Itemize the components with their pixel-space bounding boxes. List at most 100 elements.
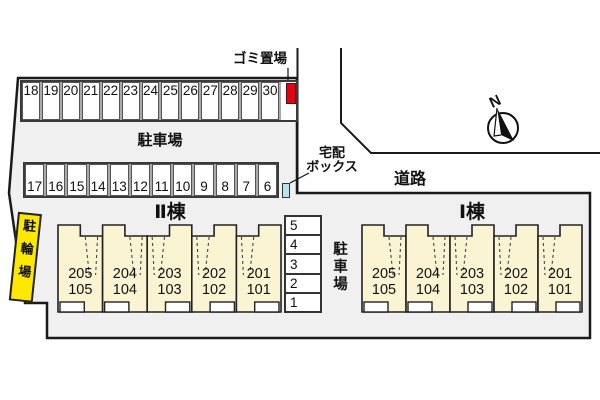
delivery-leader-line — [289, 172, 310, 184]
building-1-title: Ⅰ棟 — [458, 202, 486, 223]
parking-space: 22 — [101, 82, 120, 120]
stair-dashed-line — [196, 236, 200, 276]
stair-dashed-line — [84, 236, 90, 276]
parking-space: 14 — [88, 164, 108, 196]
apartment-unit — [235, 224, 282, 313]
unit-entrance-notch — [467, 301, 493, 313]
stair-dashed-line — [204, 236, 210, 276]
stair-dashed-line — [95, 236, 99, 276]
parking-space: 18 — [22, 82, 40, 120]
stair-dashed-line — [139, 236, 143, 276]
unit-number-1f: 104 — [415, 282, 441, 298]
delivery-box-label: 宅配 ボックス — [299, 146, 365, 173]
parking-space: 3 — [286, 253, 320, 273]
parking-space: 7 — [236, 164, 256, 196]
unit-entrance-notch — [363, 301, 389, 313]
parking-space: 25 — [161, 82, 180, 120]
stair-dashed-line — [129, 236, 135, 276]
unit-number-1f: 105 — [371, 282, 397, 298]
parking-space: 28 — [221, 82, 240, 120]
unit-number-1f: 102 — [201, 282, 227, 298]
delivery-box-marker — [282, 183, 290, 198]
unit-number-2f: 202 — [201, 266, 227, 282]
unit-number-1f: 101 — [246, 282, 271, 298]
stair-dashed-line — [398, 236, 402, 276]
stair-dashed-line — [159, 236, 166, 276]
unit-entrance-notch — [407, 301, 433, 313]
parking-space: 24 — [141, 82, 160, 120]
road-right-edge — [340, 48, 600, 154]
unit-number-1f: 103 — [459, 282, 485, 298]
stair-dashed-line — [550, 236, 556, 276]
stair-dashed-line — [432, 236, 438, 276]
delivery-box-label-line1: 宅配 — [318, 145, 345, 160]
building-1-shapes — [361, 224, 583, 313]
stair-dashed-line — [442, 236, 446, 276]
stair-dashed-line — [151, 236, 155, 276]
unit-number-1f: 102 — [503, 282, 529, 298]
building-2-shapes — [57, 224, 282, 313]
stair-dashed-line — [240, 236, 244, 276]
garbage-area-label: ゴミ置場 — [233, 51, 287, 66]
unit-entrance-notch — [59, 301, 85, 313]
stair-dashed-line — [454, 236, 458, 276]
parking-space: 17 — [25, 164, 45, 196]
parking-space: 8 — [215, 164, 235, 196]
unit-number-1f: 103 — [157, 282, 182, 298]
parking-side-label: 駐車場 — [331, 241, 347, 294]
unit-entrance-notch — [511, 301, 537, 313]
parking-space: 5 — [286, 217, 320, 235]
unit-number-2f: 204 — [415, 266, 441, 282]
road-label: 道路 — [393, 171, 426, 188]
unit-entrance-notch — [555, 301, 581, 313]
parking-space: 27 — [201, 82, 220, 120]
parking-space: 26 — [181, 82, 200, 120]
unit-number-2f: 205 — [371, 266, 397, 282]
stair-dashed-line — [249, 236, 255, 276]
unit-entrance-notch — [103, 301, 130, 313]
parking-space: 30 — [261, 82, 279, 120]
stair-dashed-line — [462, 236, 468, 276]
stair-dashed-line — [498, 236, 502, 276]
unit-number-2f: 203 — [157, 266, 182, 282]
parking-space: 21 — [81, 82, 100, 120]
parking-space: 11 — [152, 164, 172, 196]
unit-entrance-notch — [209, 301, 236, 313]
apartment-unit — [146, 224, 193, 313]
garbage-area-marker — [286, 83, 296, 104]
unit-number-2f: 201 — [246, 266, 271, 282]
unit-number-2f: 201 — [547, 266, 573, 282]
unit-number-1f: 105 — [68, 282, 93, 298]
parking-lot-label: 駐車場 — [137, 132, 183, 149]
apartment-unit — [493, 224, 539, 313]
unit-number-2f: 204 — [112, 266, 137, 282]
stair-dashed-line — [388, 236, 394, 276]
apartment-unit — [191, 224, 238, 313]
parking-space: 23 — [121, 82, 140, 120]
unit-number-1f: 101 — [547, 282, 573, 298]
parking-space: 16 — [46, 164, 66, 196]
north-compass-icon: N — [487, 92, 519, 144]
parking-space: 12 — [130, 164, 151, 196]
apartment-unit — [537, 224, 583, 313]
unit-entrance-notch — [253, 301, 280, 313]
parking-space: 20 — [61, 82, 80, 120]
unit-number-1f: 104 — [112, 282, 137, 298]
parking-space: 19 — [41, 82, 60, 120]
parking-space: 2 — [286, 272, 320, 292]
stair-dashed-line — [506, 236, 512, 276]
building-2-title: Ⅱ棟 — [154, 202, 186, 223]
unit-number-2f: 202 — [503, 266, 529, 282]
